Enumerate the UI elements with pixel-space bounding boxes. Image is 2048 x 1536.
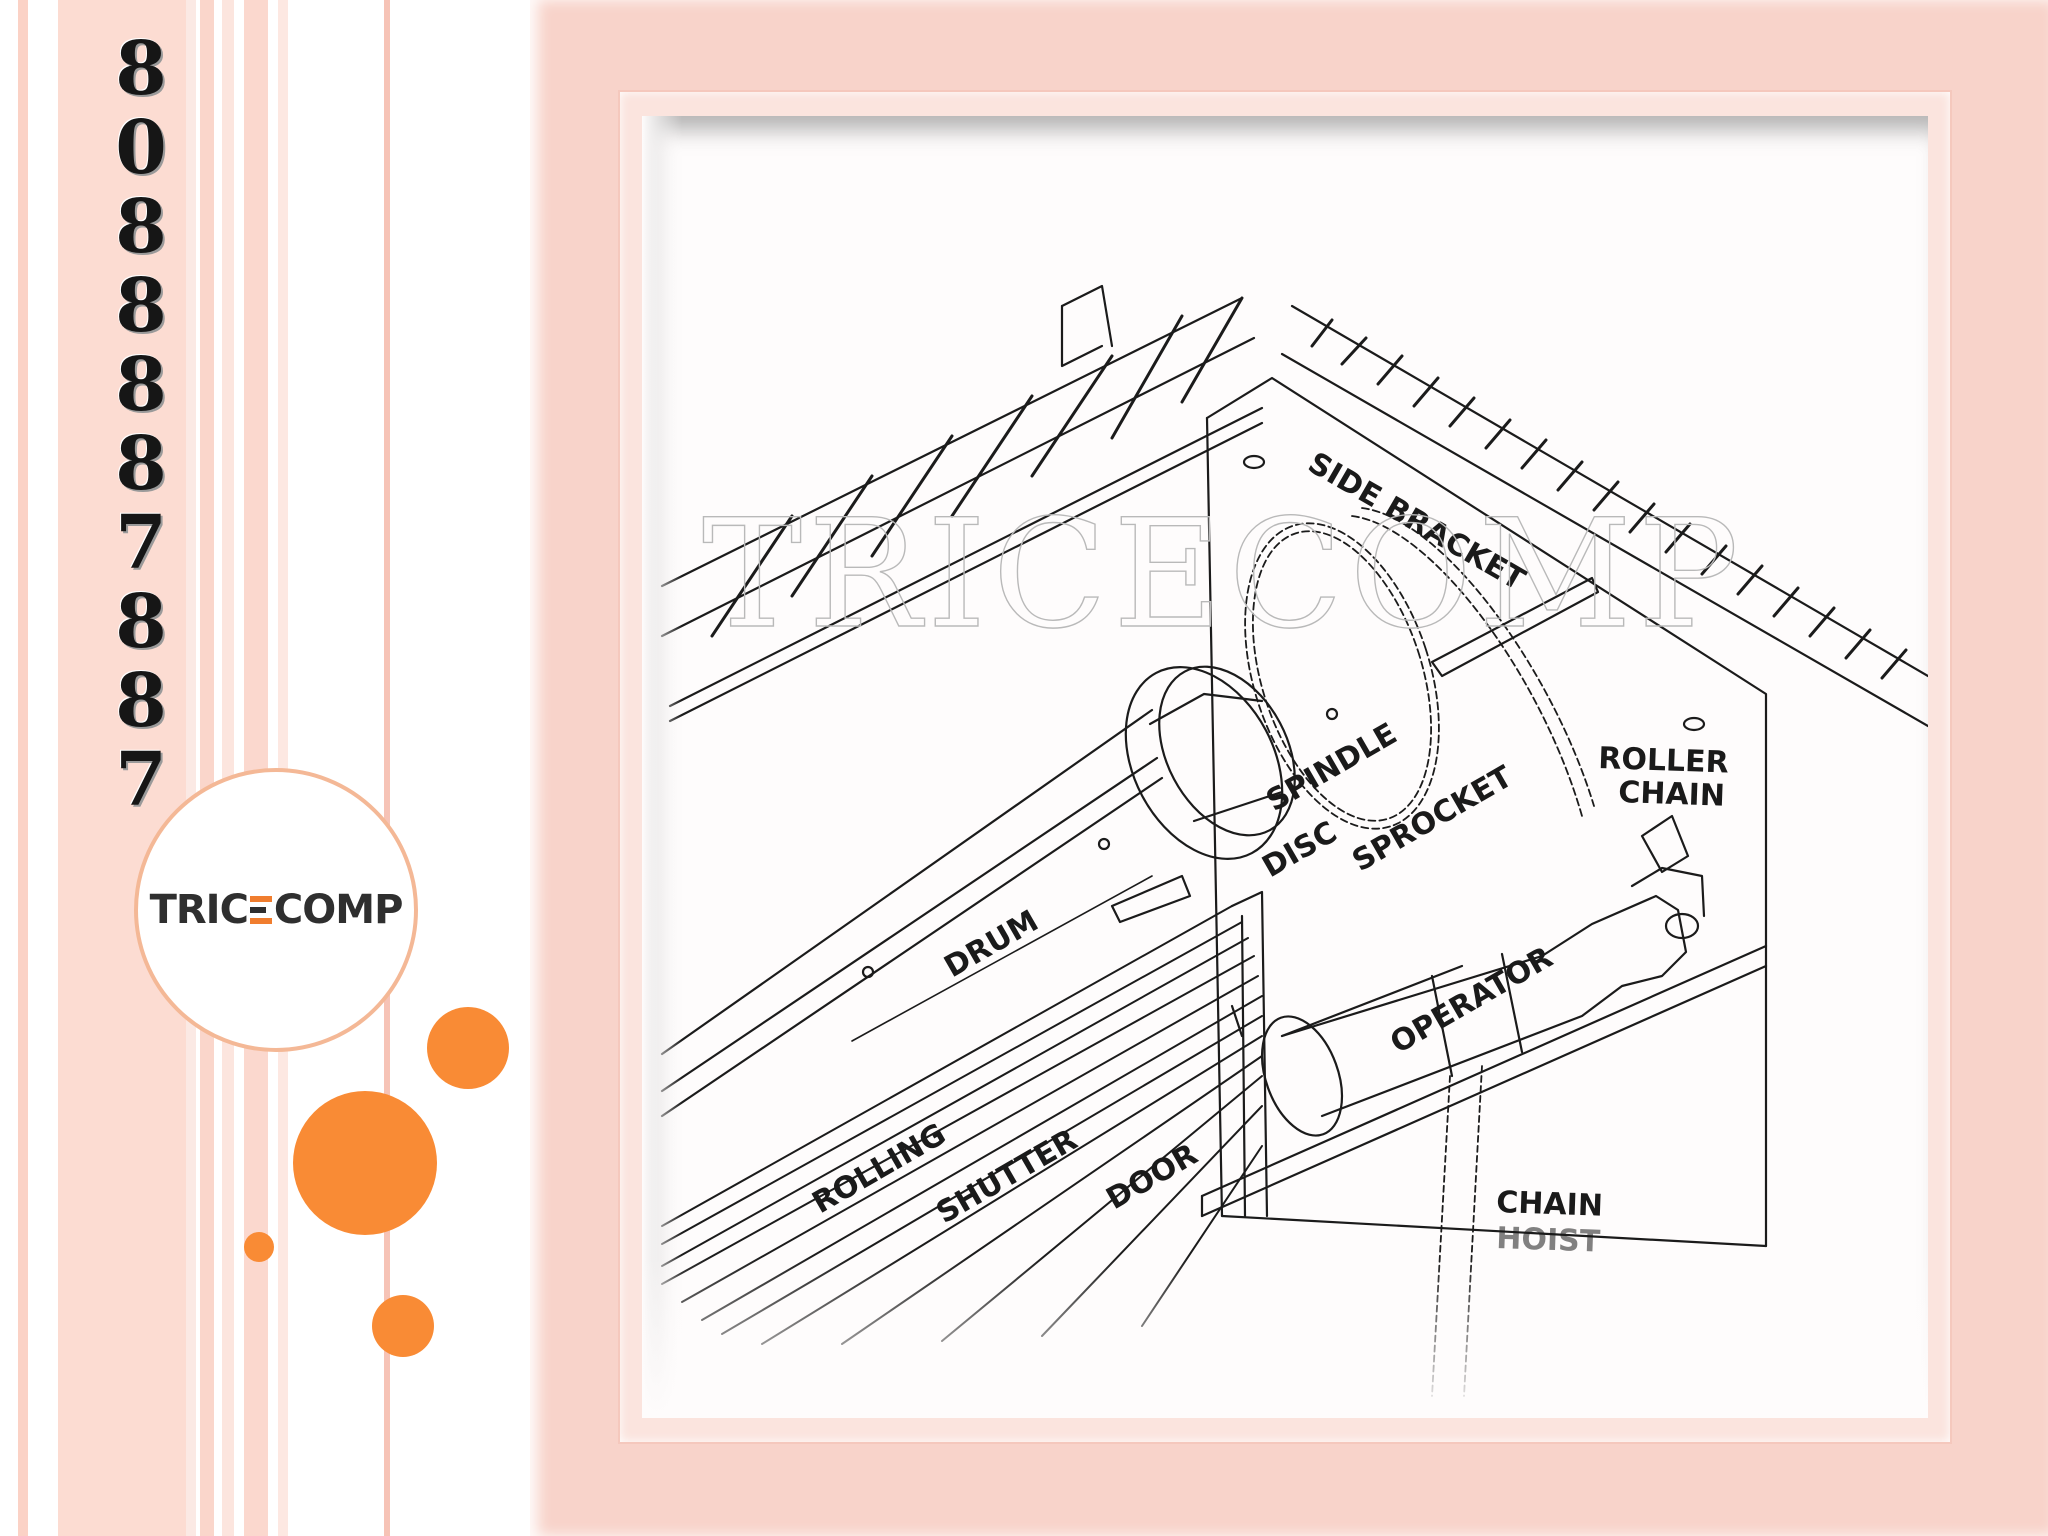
left-stripe-decoration [0, 0, 400, 1536]
label-roller-chain: CHAIN [1618, 775, 1726, 814]
decorative-dot [244, 1232, 274, 1262]
phone-digit: 8 [115, 658, 167, 744]
decorative-dot [293, 1091, 437, 1235]
phone-digit: 8 [115, 26, 167, 112]
label-shutter: SHUTTER [931, 1122, 1084, 1230]
label-disc: DISC [1257, 815, 1344, 885]
phone-digit: 8 [115, 421, 167, 507]
phone-digit: 7 [115, 500, 167, 586]
decorative-dot [427, 1007, 509, 1089]
rolling-shutter-diagram: SIDE BRACKET ROLLER CHAIN SPINDLE SPROCK… [642, 116, 1928, 1418]
phone-digit: 8 [115, 263, 167, 349]
watermark-text: TRICECOMP [702, 488, 1745, 662]
logo-e-mark-icon [249, 896, 272, 924]
phone-digit: 7 [115, 737, 167, 823]
phone-digit: 0 [115, 105, 167, 191]
phone-digit: 8 [115, 184, 167, 270]
company-logo: TRIC COMP [149, 887, 404, 933]
phone-number: 8 0 8 8 8 8 7 8 8 7 [96, 30, 186, 820]
label-roller: ROLLER [1598, 741, 1730, 781]
logo-text-right: COMP [273, 887, 403, 933]
logo-badge: TRIC COMP [134, 768, 418, 1052]
logo-text-left: TRIC [149, 887, 249, 933]
label-operator: OPERATOR [1385, 940, 1559, 1061]
label-door: DOOR [1101, 1137, 1204, 1217]
diagram-canvas: SIDE BRACKET ROLLER CHAIN SPINDLE SPROCK… [642, 116, 1928, 1418]
label-chain-hoist-2: HOIST [1496, 1221, 1602, 1260]
label-sprocket: SPROCKET [1347, 759, 1519, 879]
label-chain-hoist-1: CHAIN [1496, 1185, 1604, 1224]
phone-digit: 8 [115, 342, 167, 428]
phone-digit: 8 [115, 579, 167, 665]
decorative-dot [372, 1295, 434, 1357]
